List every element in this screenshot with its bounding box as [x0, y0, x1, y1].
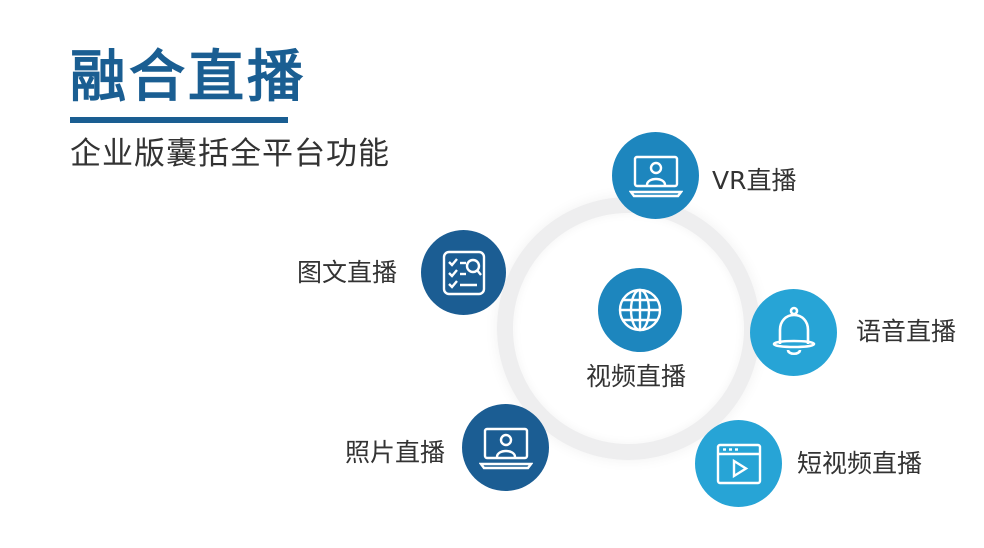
presenter-screen-icon: [628, 153, 683, 199]
feature-node-short-video[interactable]: [695, 420, 782, 507]
page-subtitle: 企业版囊括全平台功能: [70, 136, 390, 172]
checklist-search-icon: [439, 248, 489, 298]
feature-label-audio: 语音直播: [856, 317, 957, 346]
page-title: 融合直播: [70, 45, 306, 110]
feature-node-audio[interactable]: [750, 289, 837, 376]
feature-label-short-video: 短视频直播: [797, 449, 923, 478]
video-player-icon: [714, 441, 764, 487]
feature-node-text-image[interactable]: [421, 230, 506, 315]
center-node[interactable]: [598, 268, 682, 352]
center-node-label: 视频直播: [586, 362, 687, 391]
feature-label-photo: 照片直播: [345, 438, 446, 467]
presenter-screen-icon: [478, 425, 533, 471]
title-underline: [70, 117, 288, 123]
feature-node-photo[interactable]: [462, 404, 549, 491]
feature-label-text-image: 图文直播: [297, 258, 398, 287]
bell-icon: [769, 306, 819, 360]
globe-icon: [615, 285, 665, 335]
feature-node-vr[interactable]: [612, 132, 699, 219]
feature-label-vr: VR直播: [712, 166, 797, 195]
